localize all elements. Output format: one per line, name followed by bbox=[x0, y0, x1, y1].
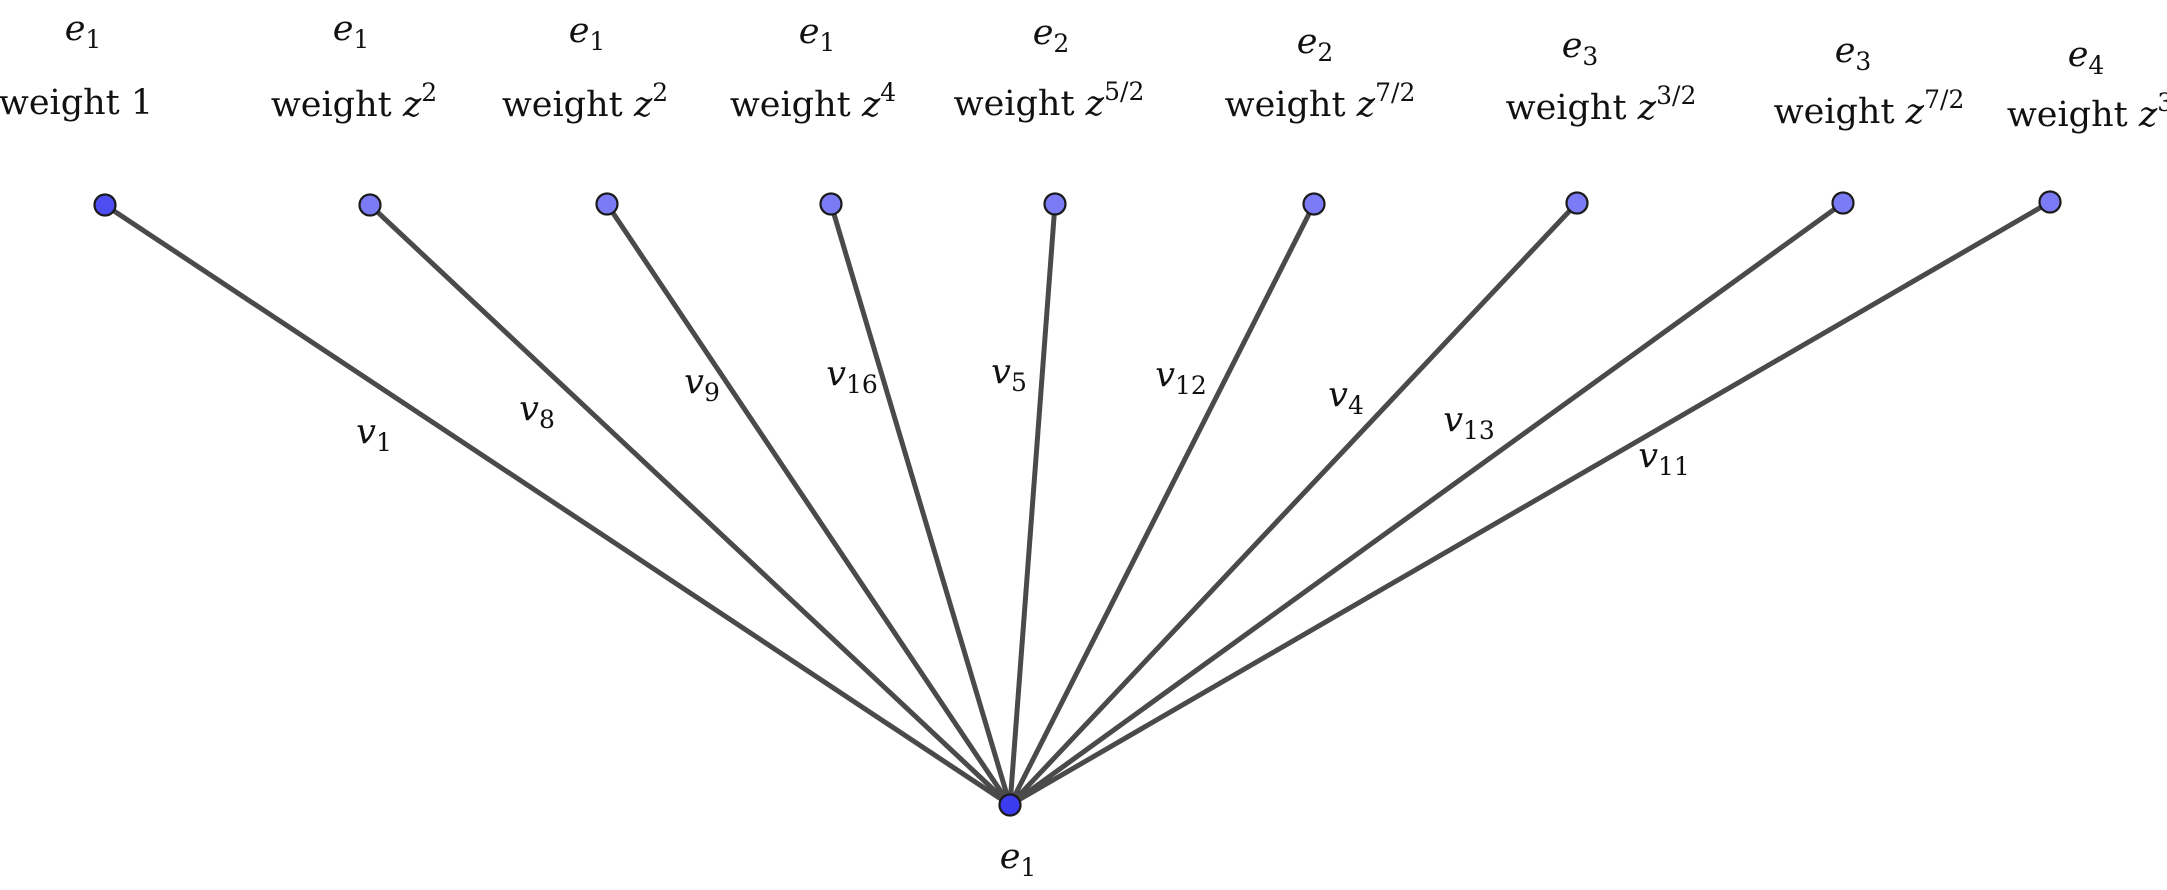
edge-label-v9: v9 bbox=[684, 362, 720, 407]
weight-label-4: weight z4 bbox=[730, 78, 896, 125]
weight-label-9: weight z3 bbox=[2007, 88, 2167, 135]
node-labels-layer: e1 weight 1 e1 weight z2 e1 weight z2 e1 weight… bbox=[0, 9, 2167, 882]
leaf-node-3 bbox=[595, 192, 619, 216]
edge-label-v12: v12 bbox=[1155, 355, 1207, 400]
edge-label-v8: v8 bbox=[519, 389, 555, 434]
weight-label-8: weight z7/2 bbox=[1774, 85, 1965, 132]
edge-label-v1: v1 bbox=[356, 412, 392, 457]
leaf-node-8 bbox=[1831, 191, 1855, 215]
edges-layer bbox=[102, 199, 2053, 808]
edge-v16 bbox=[828, 201, 1013, 808]
nodes-layer bbox=[93, 190, 2062, 817]
leaf-label-3: e1 bbox=[569, 11, 606, 56]
edge-label-v11: v11 bbox=[1638, 436, 1690, 481]
edge-v11 bbox=[1007, 199, 2053, 808]
leaf-label-8: e3 bbox=[1835, 31, 1872, 76]
leaf-node-7 bbox=[1565, 191, 1589, 215]
edge-v12 bbox=[1007, 201, 1317, 808]
leaf-node-2 bbox=[358, 193, 382, 217]
edge-v1 bbox=[102, 202, 1013, 808]
leaf-node-4 bbox=[819, 192, 843, 216]
leaf-label-2: e1 bbox=[333, 9, 370, 54]
leaf-node-9 bbox=[2038, 190, 2062, 214]
edge-v9 bbox=[604, 201, 1013, 808]
center-node-label: e1 bbox=[1000, 837, 1037, 882]
leaf-label-4: e1 bbox=[799, 12, 836, 57]
leaf-node-5 bbox=[1043, 192, 1067, 216]
edge-label-v4: v4 bbox=[1328, 375, 1364, 420]
center-node bbox=[998, 793, 1022, 817]
weight-label-5: weight z5/2 bbox=[954, 77, 1145, 124]
leaf-node-6 bbox=[1302, 192, 1326, 216]
weight-label-7: weight z3/2 bbox=[1506, 81, 1697, 128]
edge-label-v13: v13 bbox=[1443, 400, 1495, 445]
leaf-label-7: e3 bbox=[1562, 26, 1599, 71]
edge-label-v5: v5 bbox=[991, 352, 1027, 397]
leaf-label-1: e1 bbox=[65, 9, 102, 54]
weight-label-3: weight z2 bbox=[502, 78, 668, 125]
weight-label-2: weight z2 bbox=[271, 78, 437, 125]
weight-label-1: weight 1 bbox=[0, 83, 153, 123]
edge-labels-layer: v1 v8 v9 v16 v5 v12 v4 v13 v11 bbox=[356, 352, 1690, 481]
edge-v8 bbox=[367, 202, 1013, 808]
weight-label-6: weight z7/2 bbox=[1225, 78, 1416, 125]
leaf-label-5: e2 bbox=[1033, 13, 1070, 58]
leaf-label-9: e4 bbox=[2068, 35, 2105, 80]
leaf-node-1 bbox=[93, 193, 117, 217]
edge-v13 bbox=[1007, 200, 1846, 808]
edge-v4 bbox=[1007, 200, 1580, 808]
edge-label-v16: v16 bbox=[826, 354, 878, 399]
leaf-label-6: e2 bbox=[1297, 22, 1334, 67]
edge-v5 bbox=[1007, 201, 1058, 808]
